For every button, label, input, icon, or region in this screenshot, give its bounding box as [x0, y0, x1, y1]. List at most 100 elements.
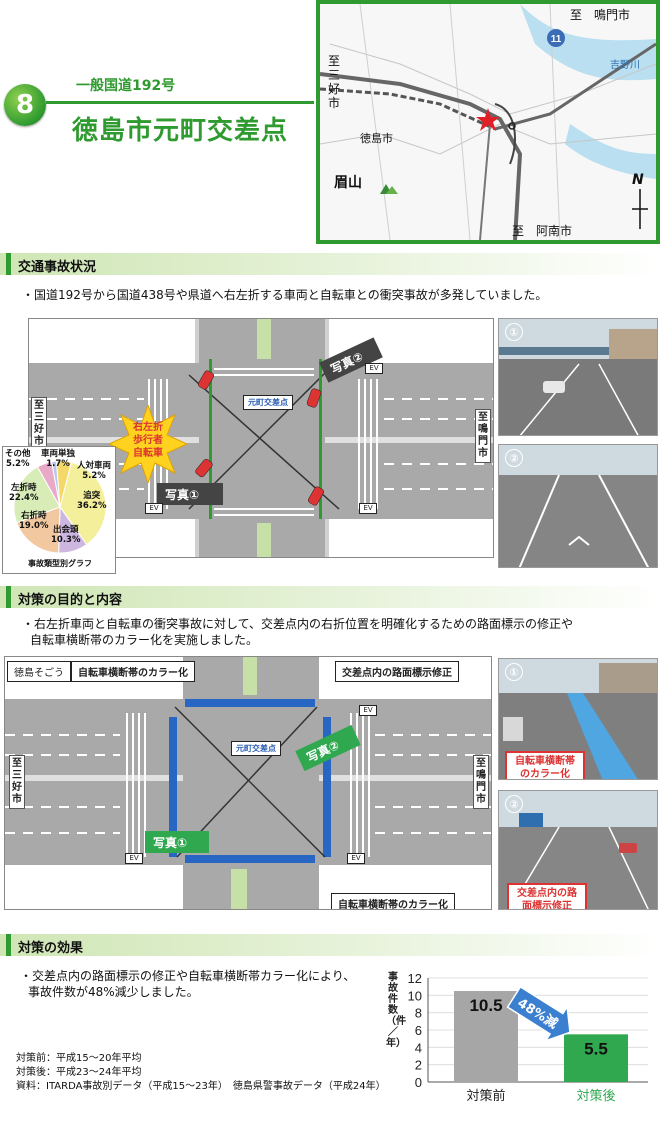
y-tick-label-0: 0 [415, 1075, 422, 1090]
pie-caption: 事故類型別グラフ [28, 559, 92, 568]
photo-1-number: ① [505, 323, 523, 341]
map-ring-road [494, 103, 516, 165]
pie-label-left-value: 22.4% [9, 493, 39, 503]
route-shield-icon [547, 29, 565, 47]
reduction-arrow-icon [506, 985, 571, 1043]
photo-1-scene [499, 319, 657, 435]
section-header-title: 対策の効果 [18, 941, 84, 956]
pie-label-rear-value: 36.2% [77, 501, 107, 511]
accident-type-pie-chart [13, 460, 107, 554]
measures-diagram-drawing [5, 657, 491, 909]
measures-to-miyoshi-label: 至三好市 [9, 755, 25, 809]
map-station-marker [508, 122, 516, 130]
map-street [359, 4, 391, 240]
map-street [449, 4, 471, 240]
data-source-note: 資料：ITARDA事故別データ（平成15～23年） 徳島県警事故データ（平成24… [16, 1081, 386, 1092]
x-category-label-1: 対策後 [576, 1088, 615, 1104]
map-label-mountain: 眉山 [334, 175, 362, 191]
situation-photo-2: ② [498, 444, 658, 568]
y-tick-label-3: 6 [415, 1023, 422, 1038]
river-shape [520, 4, 656, 81]
pie-label-single-name: 車両単独 [41, 449, 76, 459]
route-shield-number: 11 [551, 34, 562, 45]
map-street [329, 43, 656, 115]
measures-photo-1-number: ① [505, 663, 523, 681]
section-header-bar [6, 934, 11, 956]
map-label-to-anan: 至 阿南市 [512, 224, 573, 238]
mountain-icon-2 [386, 186, 398, 194]
section-header-bar [6, 586, 11, 608]
map-railway [320, 87, 496, 131]
route-label: 一般国道192号 [76, 78, 176, 94]
situation-to-miyoshi-label: 至三好市 [31, 397, 47, 451]
situation-to-naruto-label: 至鳴門市 [475, 409, 491, 463]
photo-2-number: ② [505, 449, 523, 467]
measures-ev-marker-2: EV [359, 705, 377, 716]
measures-photo-1: ① 自転車横断帯のカラー化 [498, 658, 658, 780]
measures-photo-2-number: ② [505, 795, 523, 813]
measures-photo1-tag: 写真① [145, 831, 209, 853]
pie-label-ped-name: 人対車両 [77, 461, 112, 471]
bar-value-label-1: 5.5 [584, 1039, 608, 1058]
map-street [320, 123, 656, 155]
store-label: 徳島そごう [7, 661, 71, 682]
pie-label-single-value: 1.7% [46, 459, 70, 469]
bar-value-label-0: 10.5 [469, 996, 502, 1015]
pie-label-other-value: 5.2% [5, 459, 30, 469]
measures-ev-marker-3: EV [347, 853, 365, 864]
map-label-river: 吉野川 [610, 60, 640, 71]
section-header-bar [6, 253, 11, 275]
measures-intersection-sign: 元町交差点 [231, 741, 281, 756]
y-tick-label-2: 4 [415, 1040, 422, 1055]
measures-text-line-1: ・右左折車両と自転車の衝突事故に対して、交差点内の右折位置を明確化するための路面… [22, 617, 574, 631]
effect-text-line-2: 事故件数が48%減少しました。 [28, 985, 199, 999]
section-header-effect: 対策の効果 [0, 934, 660, 956]
situation-ev-marker-2: EV [359, 503, 377, 514]
pie-label-left-name: 左折時 [10, 483, 37, 493]
measures-intersection-diagram: 徳島そごう 自転車横断帯のカラー化 交差点内の路面標示修正 自転車横断帯のカラー… [4, 656, 492, 910]
intersection-star-icon [476, 108, 500, 131]
y-tick-label-5: 10 [408, 988, 422, 1003]
pie-slice-0 [59, 461, 107, 546]
pie-label-right-name: 右折時 [20, 511, 47, 521]
pie-label-head-name: 出会頭 [52, 525, 79, 535]
x-category-label-0: 対策前 [466, 1088, 505, 1104]
situation-intersection-diagram: 至三好市 至鳴門市 元町交差点 右左折歩行者自転車 写真① 写真② EV EV … [28, 318, 494, 558]
measures-photo-2: ② 交差点内の路面標示修正 [498, 790, 658, 910]
title-rule [46, 101, 314, 104]
y-tick-label-4: 8 [415, 1006, 422, 1021]
situation-photo1-tag: 写真① [157, 483, 223, 505]
section-number: 8 [15, 90, 35, 120]
situation-text: ・国道192号から国道438号や県道へ右左折する車両と自転車との衝突事故が多発し… [22, 288, 548, 302]
section-header-measures: 対策の目的と内容 [0, 586, 660, 608]
situation-ev-marker: EV [145, 503, 163, 514]
map-main-road [320, 72, 523, 240]
map-label-to-miyoshi: 至三好市 [328, 54, 341, 110]
pie-slice-6 [55, 460, 72, 508]
measures-photo-1-caption: 自転車横断帯のカラー化 [505, 751, 585, 779]
callout-bike-lane-coloring-bottom: 自転車横断帯のカラー化 [331, 893, 455, 909]
map-road-south [479, 123, 491, 240]
burst-shape: 右左折歩行者自転車 [107, 403, 189, 485]
pie-label-head-value: 10.3% [51, 535, 81, 545]
burst-text: 右左折歩行者自転車 [133, 422, 163, 459]
map-label-city: 徳島市 [360, 132, 393, 145]
situation-photo-1: ① [498, 318, 658, 436]
situation-intersection-sign: 元町交差点 [243, 395, 293, 410]
measures-to-naruto-label: 至鳴門市 [473, 755, 489, 809]
pie-label-right-value: 19.0% [19, 521, 49, 531]
page-title: 徳島市元町交差点 [72, 116, 289, 146]
pie-label-ped-value: 5.2% [82, 471, 106, 481]
section-number-badge: 8 [4, 84, 46, 126]
map-label-to-naruto: 至 鳴門市 [570, 8, 631, 22]
map-drawing: 11 [320, 4, 656, 240]
map-label-north: N [632, 172, 644, 188]
